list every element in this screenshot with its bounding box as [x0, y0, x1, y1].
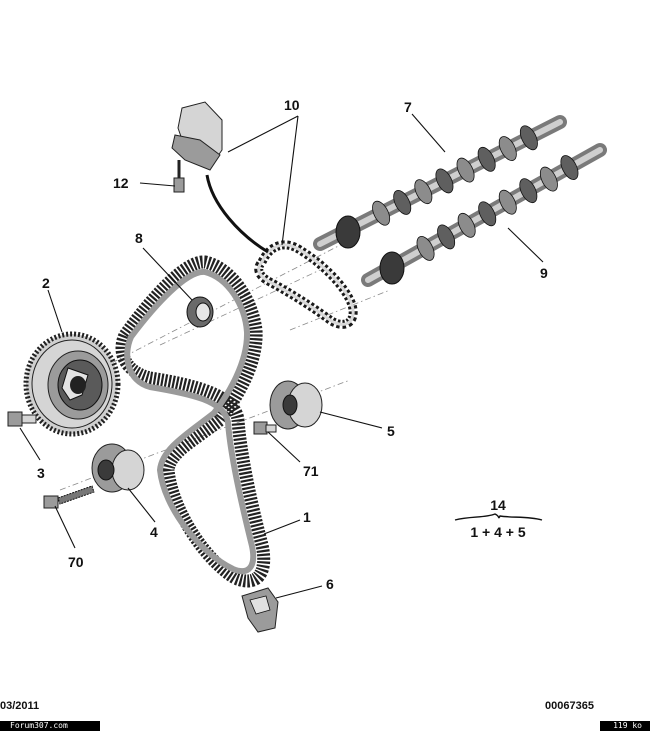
cam-lobe [477, 146, 496, 172]
cam-lobe [560, 155, 579, 180]
belt-lower-guide [241, 587, 279, 633]
callout-6: 6 [326, 576, 334, 592]
timing-belt [115, 255, 271, 588]
tensioner-screw [173, 160, 185, 193]
cam-lobe [414, 179, 433, 205]
kit-number: 14 [490, 497, 506, 513]
tensioner-roller [91, 443, 145, 493]
kit-composition: 1 + 4 + 5 [470, 524, 525, 540]
roller-bolt-70 [43, 485, 95, 509]
callout-9: 9 [540, 265, 548, 281]
callout-8: 8 [135, 230, 143, 246]
watermark-site: Forum307.com [0, 721, 100, 731]
cam-lobe [519, 178, 538, 204]
crank-pulley [23, 331, 121, 437]
callout-71: 71 [303, 463, 319, 479]
cam-lobe [498, 189, 517, 215]
cam-lobe [456, 157, 475, 183]
pulley-bolt [7, 411, 37, 427]
seal-ring [186, 296, 214, 328]
callout-10: 10 [284, 97, 300, 113]
callout-12: 12 [113, 175, 129, 191]
footer-date: 03/2011 [0, 700, 40, 712]
callout-7: 7 [404, 99, 412, 115]
cam-lobe [372, 200, 391, 226]
cam-lobe [498, 136, 517, 161]
callout-4: 4 [150, 524, 158, 540]
timing-chain [254, 240, 358, 329]
callout-70: 70 [68, 554, 84, 570]
idler-screw-71 [253, 421, 277, 435]
chain-tensioner [171, 101, 269, 254]
cam-lobe [393, 190, 412, 215]
cam-lobe [435, 168, 454, 194]
cam-lobe [437, 224, 456, 250]
footer-reference: 00067365 [545, 700, 594, 712]
cam-lobe [416, 236, 435, 261]
leader-lines [19, 113, 544, 599]
cam-lobe [519, 125, 538, 151]
idler-roller [269, 380, 323, 430]
watermark-size: 119 ko [600, 721, 650, 731]
cam-lobe [539, 166, 558, 192]
cam-lobe [457, 212, 476, 238]
callout-5: 5 [387, 423, 395, 439]
intake-camshaft [313, 115, 567, 251]
cam-lobe [478, 201, 497, 227]
kit-legend: 14 1 + 4 + 5 [454, 497, 543, 540]
callout-3: 3 [37, 465, 45, 481]
callout-2: 2 [42, 275, 50, 291]
callout-1: 1 [303, 509, 311, 525]
exhaust-camshaft [361, 143, 607, 287]
